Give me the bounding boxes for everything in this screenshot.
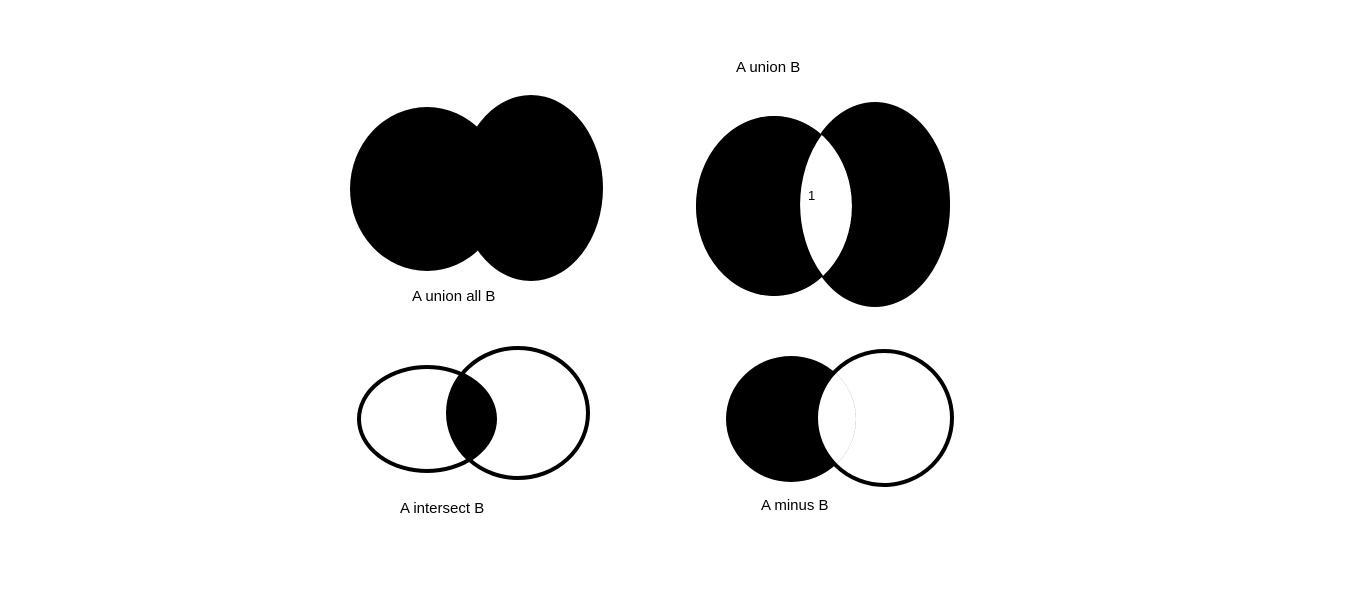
union-all-diagram bbox=[350, 95, 603, 281]
intersect-diagram bbox=[357, 346, 590, 480]
intersect-label: A intersect B bbox=[400, 500, 485, 517]
minus-diagram bbox=[726, 349, 954, 487]
union-all-set-a bbox=[350, 107, 504, 271]
minus-set-b-outline bbox=[814, 349, 954, 487]
union-set-b-region bbox=[696, 102, 950, 304]
minus-label: A minus B bbox=[761, 497, 829, 514]
union-label: A union B bbox=[736, 59, 801, 76]
union-overlap-label: 1 bbox=[808, 188, 816, 203]
union-all-label: A union all B bbox=[412, 288, 496, 305]
intersect-set-a-outline bbox=[357, 365, 497, 473]
intersect-set-b-outline bbox=[446, 346, 590, 480]
union-diagram bbox=[696, 102, 950, 307]
union-all-set-b bbox=[459, 95, 603, 281]
